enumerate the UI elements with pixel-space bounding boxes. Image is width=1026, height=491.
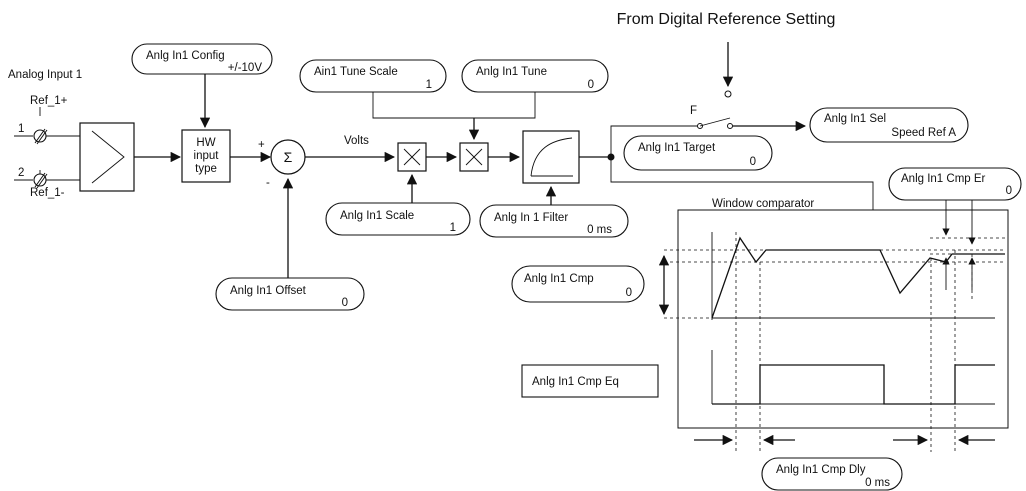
anlg-in1-cmp-dly-param: Anlg In1 Cmp Dly 0 ms <box>761 457 903 491</box>
svg-text:Anlg In1 Cmp Eq: Anlg In1 Cmp Eq <box>532 376 619 388</box>
filter-block <box>522 130 580 184</box>
svg-text:input: input <box>194 150 220 162</box>
anlg-in1-tune-param: Anlg In1 Tune 0 <box>461 59 609 93</box>
svg-text:1: 1 <box>450 222 456 234</box>
anlg-in1-scale-param: Anlg In1 Scale 1 <box>325 202 471 236</box>
svg-text:Anlg In1 Config: Anlg In1 Config <box>146 50 225 62</box>
switch-label: F <box>690 105 697 117</box>
anlg-in1-cmp-eq-param: Anlg In1 Cmp Eq <box>521 364 659 398</box>
terminal-1-label: 1 <box>18 123 24 135</box>
svg-text:0 ms: 0 ms <box>587 224 612 236</box>
svg-text:Anlg In1 Target: Anlg In1 Target <box>638 142 716 154</box>
svg-text:0: 0 <box>342 297 348 309</box>
svg-text:0 ms: 0 ms <box>865 477 890 489</box>
svg-text:type: type <box>195 163 217 175</box>
ref-plus-label: Ref_1+ <box>30 95 68 107</box>
anlg-in1-cmp-er-param: Anlg In1 Cmp Er 0 <box>888 167 1022 201</box>
svg-text:Speed Ref A: Speed Ref A <box>891 127 956 139</box>
ain1-tune-scale-param: Ain1 Tune Scale 1 <box>299 59 447 93</box>
volts-label: Volts <box>344 135 369 147</box>
svg-text:Σ: Σ <box>284 149 293 165</box>
anlg-in1-cmp-param: Anlg In1 Cmp 0 <box>511 265 645 303</box>
svg-text:Anlg In1 Sel: Anlg In1 Sel <box>824 113 886 125</box>
multiplier-1-block <box>397 142 427 172</box>
amplifier-icon <box>79 122 135 192</box>
hw-input-type-block: HW input type <box>181 129 231 183</box>
terminal-2-label: 2 <box>18 167 24 179</box>
ref-minus-label: Ref_1- <box>30 187 65 199</box>
svg-text:Anlg In1 Scale: Anlg In1 Scale <box>340 210 414 222</box>
svg-text:0: 0 <box>588 79 594 91</box>
anlg-in1-filter-param: Anlg In 1 Filter 0 ms <box>479 204 629 238</box>
svg-text:Ain1 Tune Scale: Ain1 Tune Scale <box>314 66 398 78</box>
anlg-in1-config-param: Anlg In1 Config +/-10V <box>131 43 273 75</box>
svg-text:0: 0 <box>626 287 632 299</box>
anlg-in1-sel-param: Anlg In1 Sel Speed Ref A <box>809 107 969 143</box>
digital-ref-node <box>724 90 732 98</box>
multiplier-2-block <box>459 142 489 172</box>
sum-plus-sign: + <box>258 139 265 151</box>
terminal-2-icon <box>33 172 48 189</box>
svg-text:Anlg In1 Offset: Anlg In1 Offset <box>230 285 307 297</box>
svg-text:Anlg In1 Cmp: Anlg In1 Cmp <box>524 273 594 285</box>
svg-text:Anlg In1 Cmp Dly: Anlg In1 Cmp Dly <box>776 464 866 476</box>
svg-text:1: 1 <box>426 79 432 91</box>
svg-text:0: 0 <box>750 156 756 168</box>
window-comparator-box <box>677 209 1009 429</box>
digital-reference-label: From Digital Reference Setting <box>617 11 836 28</box>
anlg-in1-offset-param: Anlg In1 Offset 0 <box>215 277 365 311</box>
svg-text:Anlg In 1 Filter: Anlg In 1 Filter <box>494 212 568 224</box>
svg-text:Anlg In1 Cmp Er: Anlg In1 Cmp Er <box>901 173 986 185</box>
analog-input-title: Analog Input 1 <box>8 69 82 81</box>
summing-junction: Σ <box>270 139 306 175</box>
terminal-1-icon <box>33 128 48 145</box>
svg-text:+/-10V: +/-10V <box>228 62 263 74</box>
window-comparator-title: Window comparator <box>712 198 814 210</box>
svg-text:HW: HW <box>196 137 215 149</box>
anlg-in1-target-param: Anlg In1 Target 0 <box>623 135 773 171</box>
svg-text:Anlg In1 Tune: Anlg In1 Tune <box>476 66 547 78</box>
sum-minus-sign: - <box>266 177 270 189</box>
svg-text:0: 0 <box>1006 185 1012 197</box>
